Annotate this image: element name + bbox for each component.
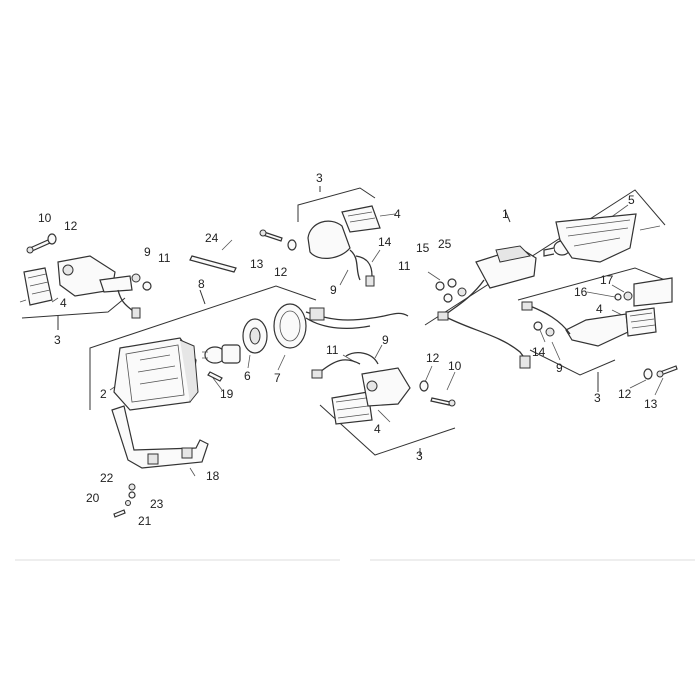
headlight-wiring: [305, 307, 409, 330]
callout-14-center: 14: [378, 235, 392, 249]
callout-21: 21: [138, 514, 152, 528]
washer-12-right: [643, 368, 653, 380]
callout-13-center: 13: [250, 257, 264, 271]
callout-16: 16: [574, 285, 588, 299]
washer-12-left: [47, 233, 57, 245]
fasteners-11-15-25: [435, 278, 467, 303]
bolt-10-bottom: [430, 397, 456, 407]
callout-3-top-center: 3: [316, 171, 323, 185]
bolt-13-center: [259, 229, 283, 242]
washer-12-center: [287, 239, 297, 251]
callout-9-top-center: 9: [330, 283, 337, 297]
callout-11-center: 11: [326, 343, 339, 357]
callout-8: 8: [198, 277, 205, 291]
callout-12-right: 12: [618, 387, 632, 401]
tail-light-assembly: [437, 213, 661, 369]
callout-23: 23: [150, 497, 164, 511]
callout-4-front-left: 4: [60, 296, 67, 310]
callout-18: 18: [206, 469, 220, 483]
turn-signal-top-center: [307, 205, 381, 287]
callout-12-left: 12: [64, 219, 78, 233]
callout-14-right: 14: [532, 345, 546, 359]
callout-9-bottom-center: 9: [382, 333, 389, 347]
plate-light-17: [614, 277, 673, 307]
callout-6: 6: [244, 369, 251, 383]
callout-4-top-center: 4: [394, 207, 401, 221]
group-bracket-lines: [15, 186, 695, 561]
callout-10-left: 10: [38, 211, 52, 225]
callout-19: 19: [220, 387, 234, 401]
callout-10-bottom: 10: [448, 359, 462, 373]
screw-19: [207, 371, 223, 382]
callout-12-bottom: 12: [426, 351, 440, 365]
bolt-13-right: [656, 365, 678, 378]
fasteners-20-23: [113, 483, 136, 518]
callout-3-bottom-center: 3: [416, 449, 423, 463]
callout-11-left: 11: [158, 251, 171, 265]
turn-signal-bottom-center: [311, 352, 411, 425]
callout-17: 17: [600, 273, 614, 287]
callout-15: 15: [416, 241, 430, 255]
fasteners-9-14-right: [533, 321, 555, 337]
callout-25: 25: [438, 237, 452, 251]
callout-5: 5: [628, 193, 635, 207]
callout-1: 1: [502, 207, 509, 221]
callout-22: 22: [100, 471, 114, 485]
headlight-bulb: [202, 344, 241, 364]
washer-12-bottom: [419, 380, 429, 392]
callout-3-front-left: 3: [54, 333, 61, 347]
callout-4-rear-right: 4: [596, 302, 603, 316]
bracket-18: [111, 405, 209, 469]
strip-24: [189, 255, 237, 273]
callout-9-rear-right: 9: [556, 361, 563, 375]
callout-20: 20: [86, 491, 100, 505]
callout-24: 24: [205, 231, 219, 245]
callout-3-rear-right: 3: [594, 391, 601, 405]
turn-signal-front-left: [19, 255, 141, 319]
callout-12-center: 12: [274, 265, 288, 279]
callout-labels: 1 2 3 3 3 3 4 4 4 4 5 6 7 8 9 9 9 9 10 1…: [38, 171, 658, 528]
callout-7: 7: [274, 371, 281, 385]
dust-cover-7: [273, 303, 307, 349]
bulb-holder-6: [242, 318, 268, 354]
fasteners-9-11-left: [131, 273, 152, 291]
callout-9-front-left: 9: [144, 245, 151, 259]
callout-13-right: 13: [644, 397, 658, 411]
turn-signal-rear-right: [521, 301, 657, 347]
callout-4-bottom-center: 4: [374, 422, 381, 436]
headlight-2: [113, 337, 199, 411]
callout-11-tail: 11: [398, 259, 411, 273]
callout-2: 2: [100, 387, 107, 401]
leader-lines: [51, 204, 664, 477]
bolt-10-left: [26, 239, 51, 254]
